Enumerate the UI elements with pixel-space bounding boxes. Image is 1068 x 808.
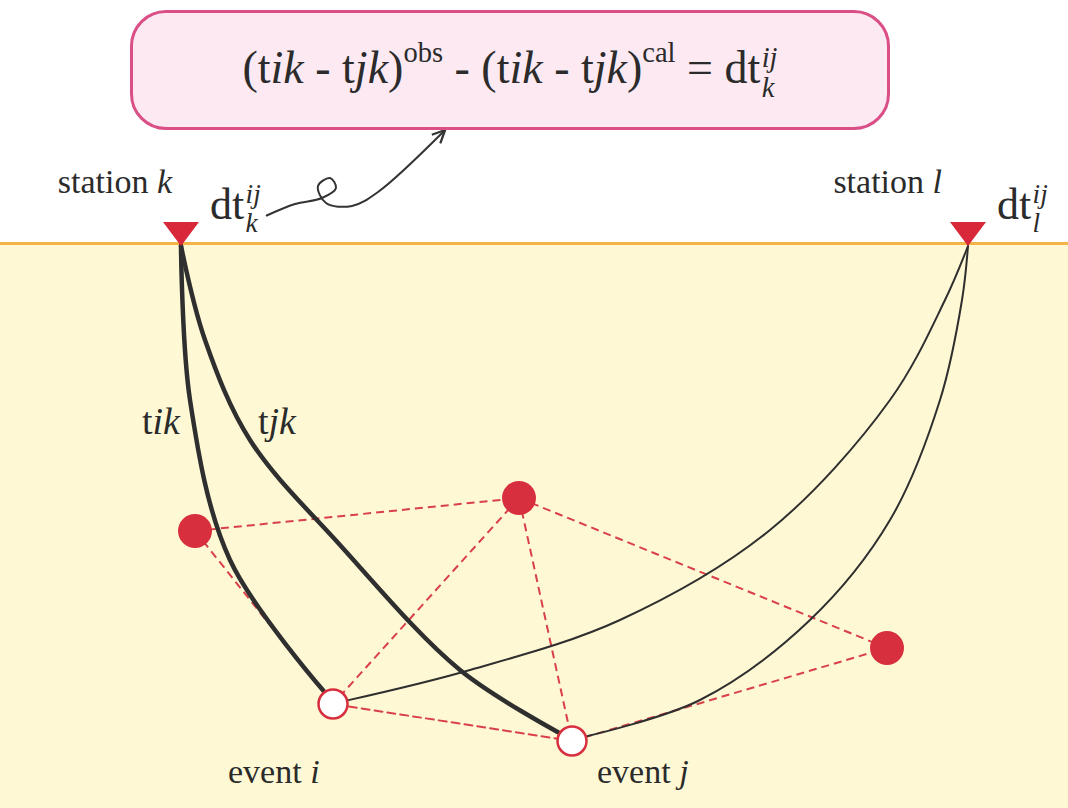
ray-path bbox=[181, 246, 558, 732]
station-symbol bbox=[163, 222, 199, 246]
text-run: ik bbox=[271, 43, 304, 94]
text-run: - t bbox=[304, 43, 355, 94]
station-name: station l bbox=[833, 162, 942, 201]
text-run: ) bbox=[627, 43, 642, 94]
event-symbol bbox=[556, 725, 588, 757]
dashed-link bbox=[349, 706, 556, 738]
text-run: k bbox=[157, 163, 172, 200]
text-run: event bbox=[228, 753, 310, 790]
text-run: = dt bbox=[676, 43, 761, 94]
index-stack: ijl bbox=[1033, 180, 1048, 237]
station-triangle: station kdtijk bbox=[163, 222, 199, 246]
text-run: ) bbox=[388, 43, 403, 94]
subscript: k bbox=[762, 73, 778, 103]
event-circle: event j bbox=[556, 725, 588, 757]
dashed-link bbox=[519, 498, 887, 648]
ray-path bbox=[181, 246, 324, 691]
text-run: - (t bbox=[443, 43, 509, 94]
index-stack: ijk bbox=[246, 180, 261, 237]
text-run: jk bbox=[594, 43, 627, 94]
subscript: l bbox=[1033, 209, 1048, 238]
text-run: jk bbox=[355, 43, 388, 94]
subscript: k bbox=[246, 209, 261, 238]
text-run: j bbox=[679, 753, 688, 790]
text-run: t bbox=[258, 400, 269, 442]
text-run: dt bbox=[210, 180, 244, 229]
text-run: dt bbox=[997, 180, 1031, 229]
event-circle: event i bbox=[317, 688, 349, 720]
text-run: t bbox=[142, 400, 153, 442]
residual-label: dtijk bbox=[210, 180, 261, 237]
event-circle bbox=[558, 727, 587, 756]
superscript: ij bbox=[246, 180, 261, 209]
station-name: station k bbox=[58, 162, 172, 201]
dashed-link bbox=[333, 498, 519, 704]
text-run: ik bbox=[509, 43, 542, 94]
text-run: (t bbox=[242, 43, 270, 94]
text-run: station bbox=[58, 163, 157, 200]
text-run: i bbox=[310, 753, 319, 790]
event-dot bbox=[178, 514, 212, 548]
residual-label: dtijl bbox=[997, 180, 1048, 237]
text-run: l bbox=[933, 163, 942, 200]
text-run: cal bbox=[642, 37, 675, 68]
station-triangle bbox=[163, 222, 199, 246]
event-dot bbox=[870, 631, 904, 665]
index-stack: ijk bbox=[762, 43, 778, 103]
event-label: event j bbox=[597, 752, 689, 791]
station-symbol bbox=[950, 222, 986, 246]
event-label: event i bbox=[228, 752, 320, 791]
text-run: - t bbox=[543, 43, 594, 94]
ground-surface bbox=[0, 242, 1068, 245]
text-run: station bbox=[833, 163, 932, 200]
event-symbol bbox=[317, 688, 349, 720]
event-dot bbox=[502, 481, 536, 515]
text-run: obs bbox=[403, 37, 443, 68]
formula-box: (tik - tjk)obs - (tik - tjk)cal = dtijk bbox=[130, 10, 890, 130]
text-run: ik bbox=[153, 400, 180, 442]
text-run: jk bbox=[269, 400, 296, 442]
dashed-link bbox=[519, 498, 572, 741]
superscript: ij bbox=[1033, 180, 1048, 209]
travel-time-label: tik bbox=[142, 400, 180, 444]
station-triangle bbox=[950, 222, 986, 246]
curl-arrow bbox=[267, 130, 445, 216]
superscript: ij bbox=[762, 43, 778, 73]
ground-fill bbox=[0, 244, 1068, 808]
formula-text: (tik - tjk)obs - (tik - tjk)cal = dtijk bbox=[242, 37, 777, 102]
text-run: event bbox=[597, 753, 679, 790]
ray-path bbox=[587, 246, 968, 736]
event-circle bbox=[319, 690, 348, 719]
dashed-link bbox=[195, 498, 519, 531]
travel-time-label: tjk bbox=[258, 400, 296, 444]
station-triangle: station ldtijl bbox=[950, 222, 986, 246]
ray-path bbox=[349, 246, 968, 700]
